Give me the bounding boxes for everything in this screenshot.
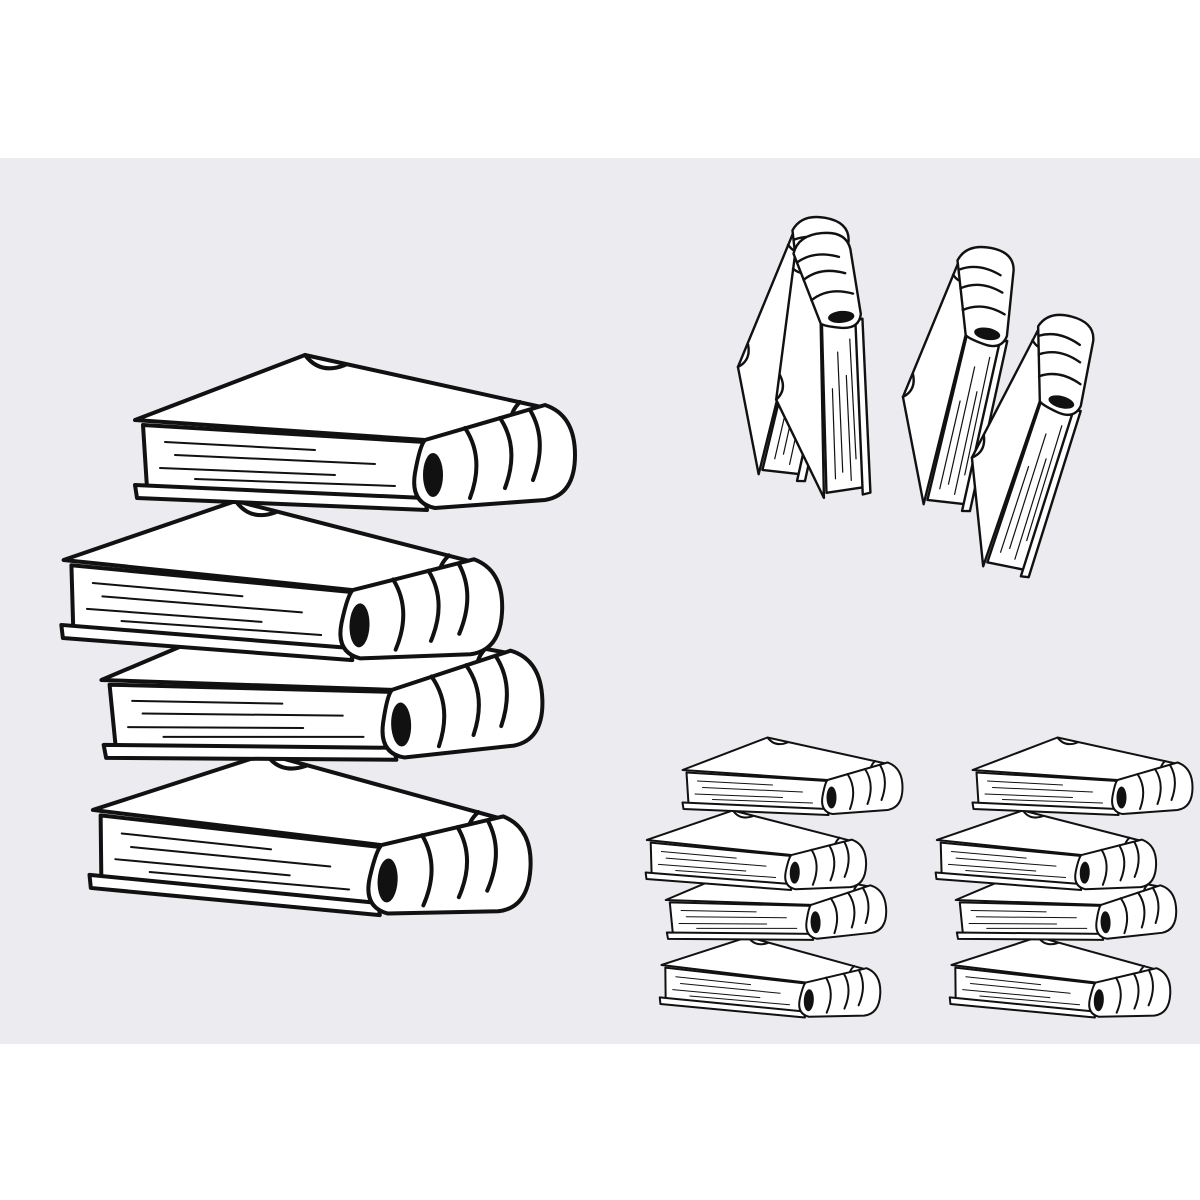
large-book-stack bbox=[60, 353, 577, 923]
small-book-stack-right bbox=[934, 736, 1194, 1023]
book-top bbox=[133, 353, 577, 512]
book-bottom bbox=[88, 745, 536, 923]
upright-book-row bbox=[719, 206, 1105, 582]
book-second bbox=[60, 495, 505, 665]
small-book-stack-left bbox=[644, 736, 904, 1023]
